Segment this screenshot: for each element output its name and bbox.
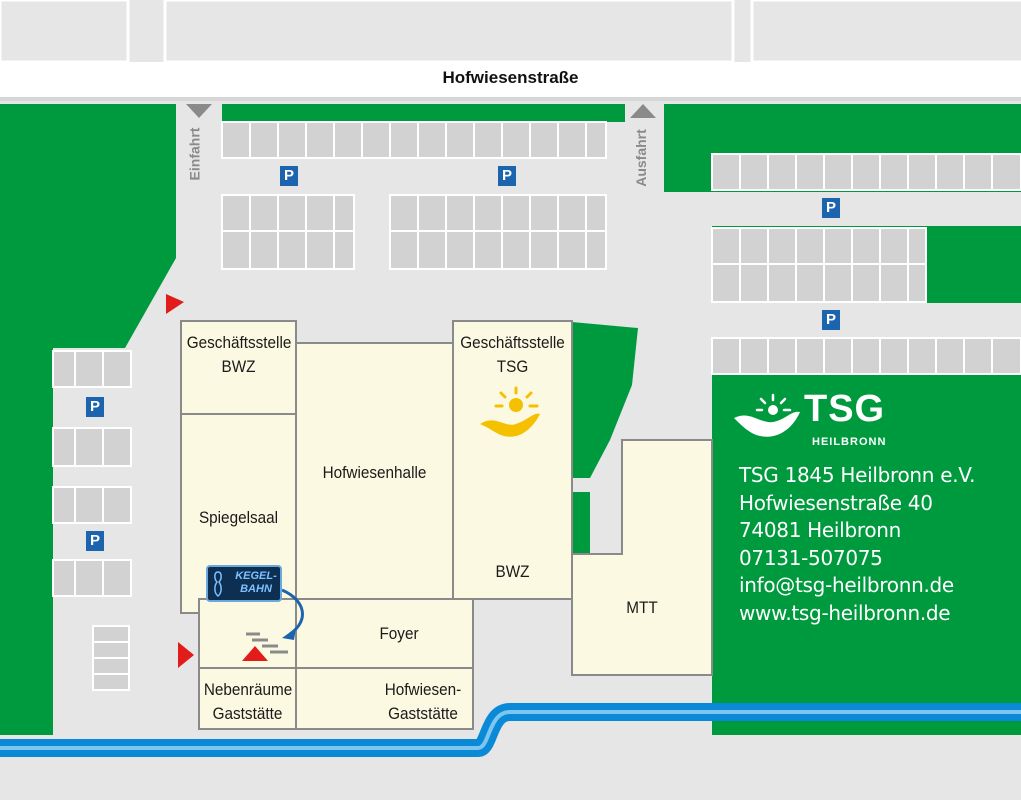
- building-hofwiesen-gaststaette: [295, 667, 474, 730]
- entrance-marker-icon: [178, 642, 194, 668]
- room-label: Hofwiesen-: [384, 680, 462, 699]
- street-curb: [0, 97, 1021, 101]
- green-hedge-top: [222, 104, 625, 122]
- contact-org: TSG 1845 Heilbronn e.V.: [739, 463, 976, 487]
- green-area-center: [572, 322, 638, 478]
- building-gs-bwz: [180, 320, 297, 415]
- room-label: TSG: [496, 357, 529, 376]
- parking-icon: P: [822, 310, 840, 330]
- tsg-logo-icon: [734, 393, 800, 437]
- parking-lane-right-1b: [664, 226, 712, 303]
- parking-lane-right-2: [664, 303, 1021, 338]
- exit-label: Ausfahrt: [632, 129, 649, 187]
- stairs-icon: [246, 632, 288, 654]
- block-top-left: [0, 0, 130, 64]
- tsg-logo-icon: [480, 386, 540, 437]
- building-bwz-tsg: [452, 320, 573, 600]
- room-label: Gaststätte: [212, 704, 283, 723]
- room-foyer: Foyer: [379, 624, 419, 643]
- green-strip-mid: [572, 492, 590, 554]
- entrance-arrow-icon: [186, 104, 212, 118]
- parking-icon: P: [280, 166, 298, 186]
- room-label: BWZ: [221, 357, 256, 376]
- room-label: Geschäftsstelle: [186, 333, 292, 352]
- kegelbahn-line2: BAHN: [240, 583, 272, 595]
- room-hofwiesenhalle: Hofwiesenhalle: [322, 463, 427, 482]
- contact-street: Hofwiesenstraße 40: [739, 490, 933, 515]
- contact-email[interactable]: info@tsg-heilbronn.de: [739, 573, 954, 597]
- parking-icon: P: [86, 531, 104, 551]
- entrance-marker-icon: [242, 646, 268, 661]
- contact-info: TSG 1845 Heilbronn e.V. Hofwiesenstraße …: [739, 462, 975, 627]
- contact-phone[interactable]: 07131-507075: [739, 545, 883, 570]
- parking-stalls: [52, 121, 1021, 691]
- bowling-pin-icon: [214, 571, 222, 597]
- kegelbahn-line1: KEGEL-: [235, 570, 277, 582]
- entrance-label: Einfahrt: [186, 127, 203, 181]
- parking-icon: P: [86, 397, 104, 417]
- room-mtt: MTT: [626, 598, 658, 617]
- entrance-marker-icon: [166, 294, 184, 314]
- building-foyer: [295, 598, 474, 669]
- green-area-left: [0, 104, 176, 735]
- room-nebenraeume: Nebenräume Gaststätte: [203, 678, 293, 726]
- kegelbahn-sign: KEGEL- BAHN: [206, 565, 282, 602]
- room-label: Nebenräume: [203, 680, 293, 699]
- tsg-logo-sub: HEILBRONN: [812, 436, 887, 448]
- contact-city: 74081 Heilbronn: [739, 518, 902, 542]
- parking-lane-right-2b: [664, 338, 712, 440]
- exit-arrow-icon: [630, 104, 656, 118]
- room-geschaeftsstelle-bwz: Geschäftsstelle BWZ: [186, 331, 292, 379]
- block-top-mid: [163, 0, 735, 64]
- room-bwz: BWZ: [495, 562, 530, 581]
- contact-web[interactable]: www.tsg-heilbronn.de: [739, 600, 951, 625]
- room-spiegelsaal: Spiegelsaal: [198, 508, 279, 527]
- room-label: Gaststätte: [388, 704, 458, 723]
- parking-lane-right-1: [664, 192, 1021, 226]
- kegelbahn-arrowhead: [282, 628, 296, 640]
- building-mtt: [571, 439, 713, 676]
- block-top-right: [750, 0, 1021, 64]
- room-label: Geschäftsstelle: [460, 333, 565, 352]
- river-highlight: [0, 710, 1021, 750]
- tsg-logo-name: TSG: [804, 388, 886, 430]
- street-road: [0, 62, 1021, 98]
- street-name: Hofwiesenstraße: [442, 68, 579, 87]
- room-geschaeftsstelle-tsg: Geschäftsstelle TSG: [459, 331, 566, 379]
- parking-icon: P: [822, 198, 840, 218]
- building-hofwiesenhalle: [295, 342, 454, 600]
- parking-icon: P: [498, 166, 516, 186]
- room-hofwiesen-gaststaette: Hofwiesen- Gaststätte: [375, 678, 470, 726]
- buildings: [180, 320, 713, 730]
